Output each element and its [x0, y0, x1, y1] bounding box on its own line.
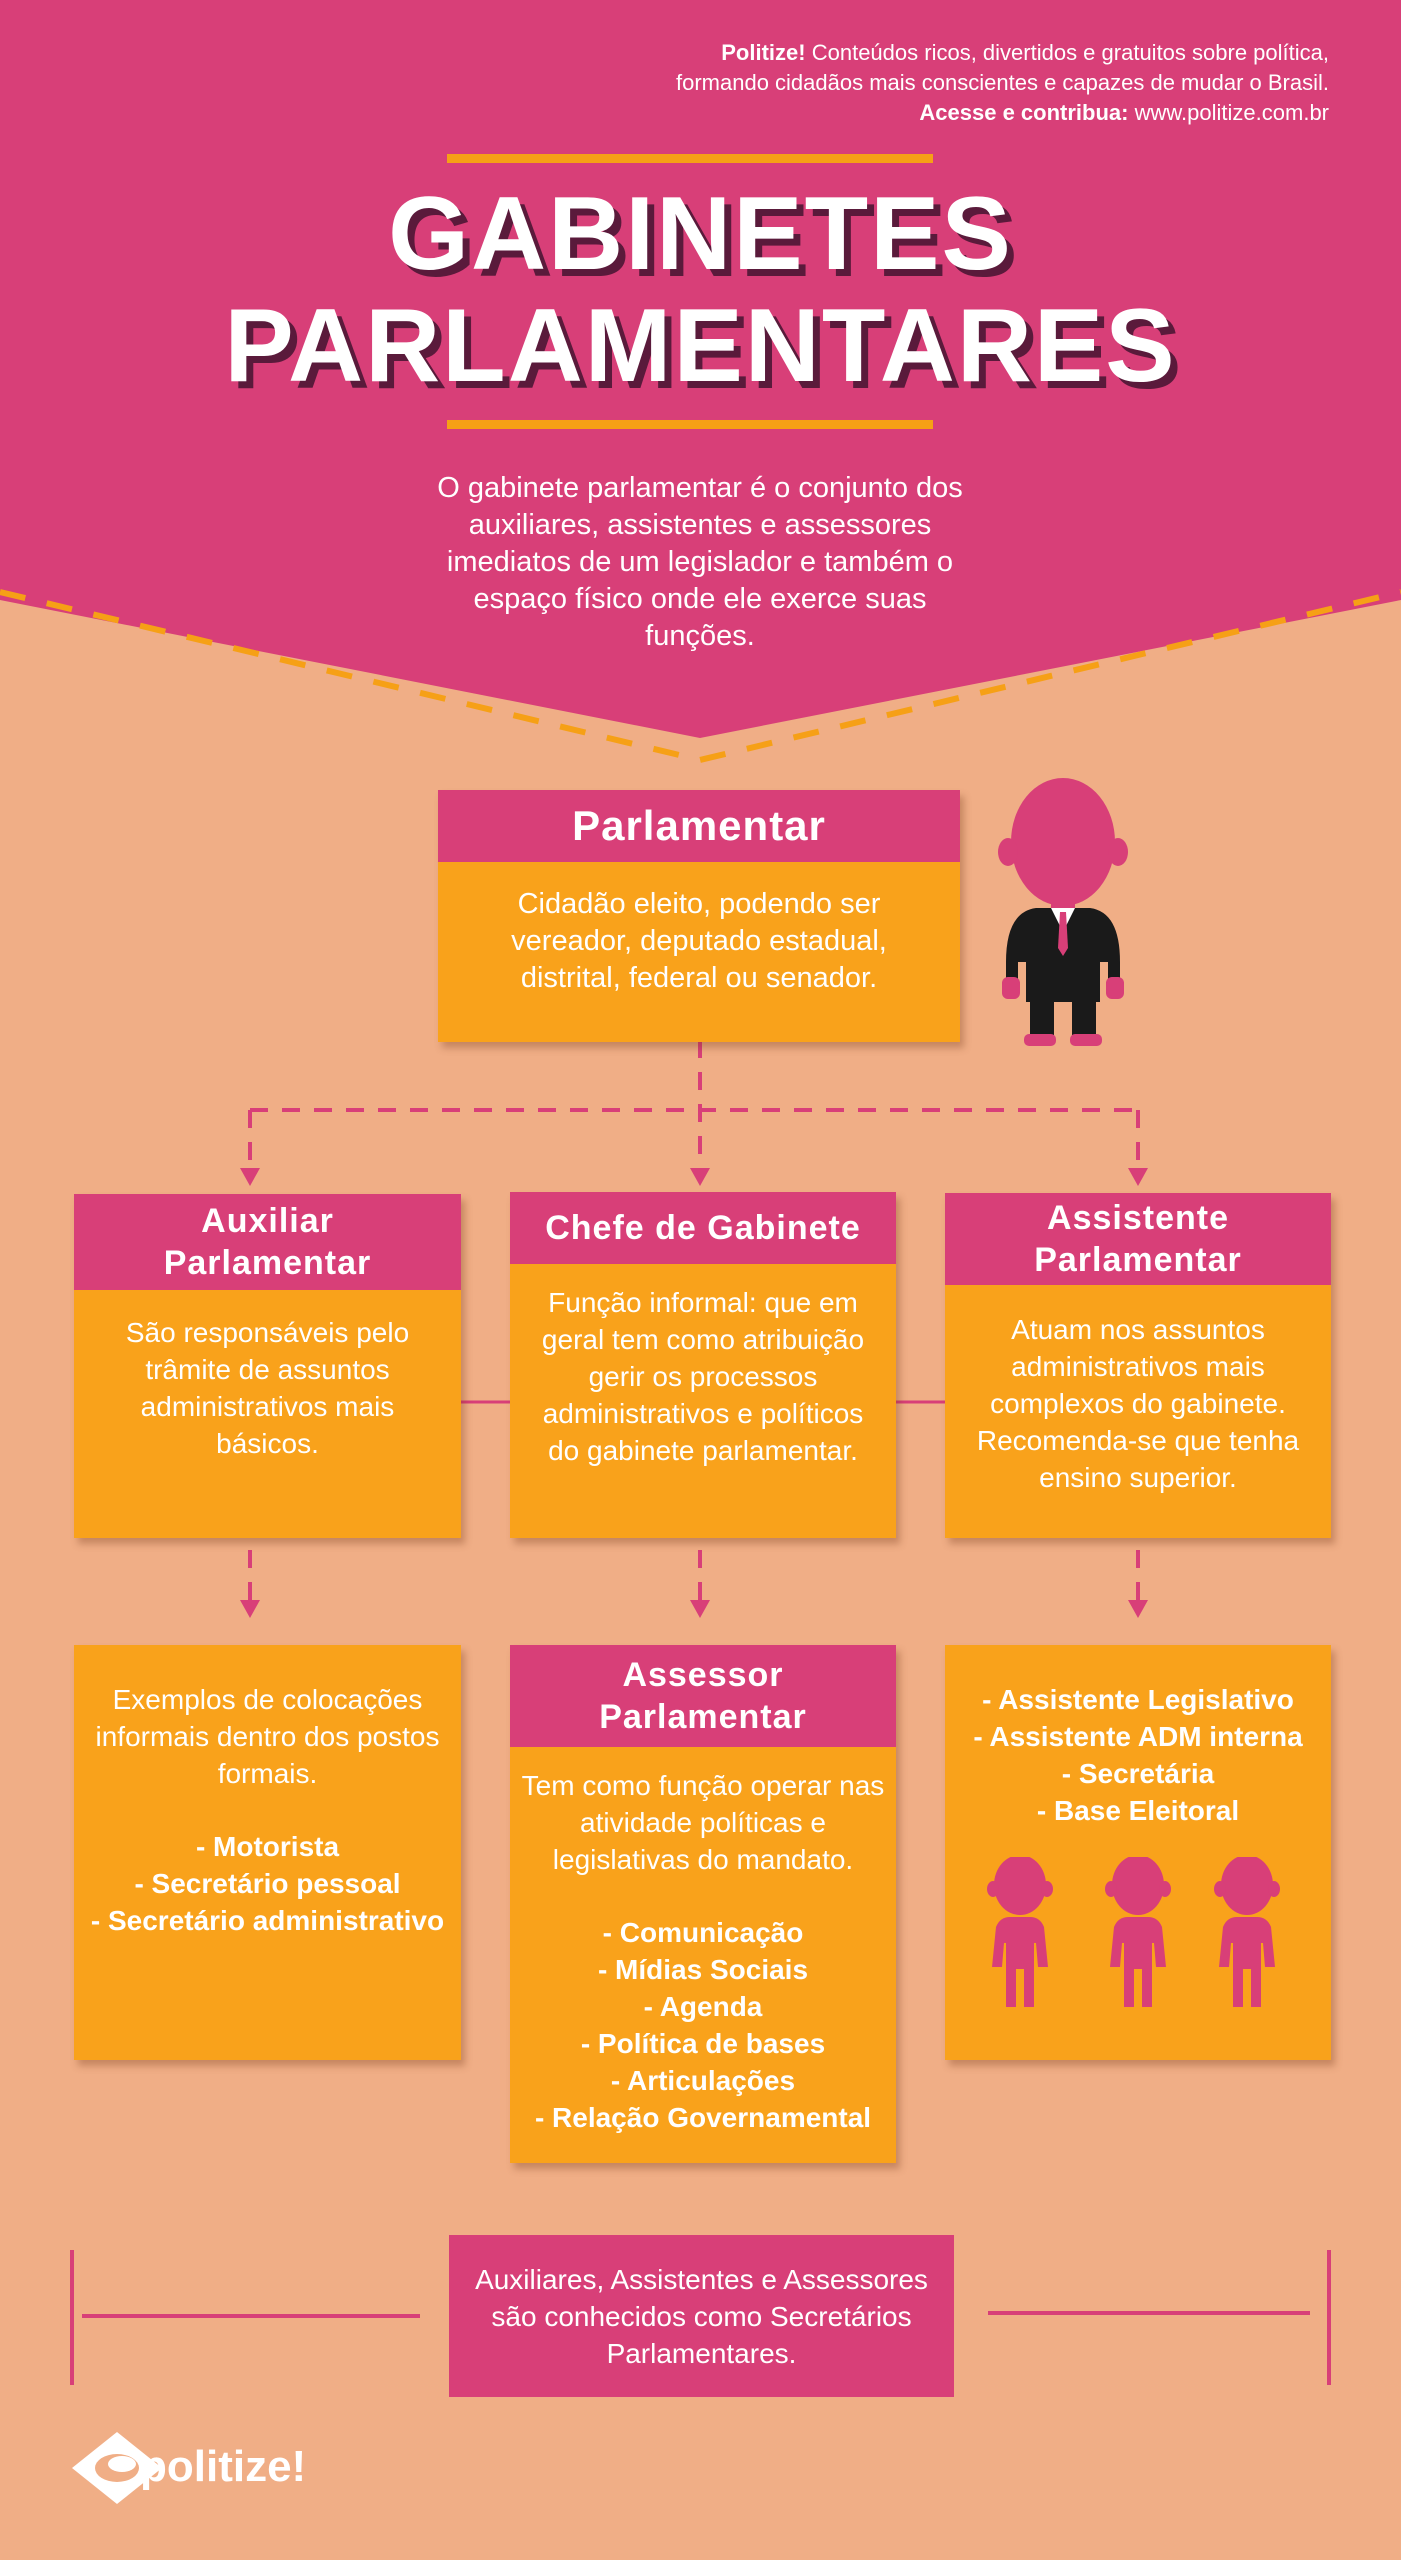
assistente-text: Atuam nos assuntos administrativos mais … [976, 1314, 1300, 1493]
page-title-line1: GABINETES [388, 176, 1013, 292]
title-bar-bottom [447, 420, 933, 429]
assessor-text: Tem como função operar nas atividade pol… [521, 1770, 885, 1875]
assistentes-list: - Assistente Legislativo - Assistente AD… [945, 1681, 1331, 1829]
list-item: - Agenda [643, 1991, 763, 2022]
assistente-card: Assistente Parlamentar Atuam nos assunto… [945, 1193, 1331, 1538]
arrow-head [240, 1168, 260, 1186]
tagline-line1: Conteúdos ricos, divertidos e gratuitos … [811, 40, 1329, 65]
brand-name[interactable]: politize! [140, 2442, 307, 2491]
list-item: - Mídias Sociais [597, 1954, 809, 1985]
arrow-head [240, 1600, 260, 1618]
parlamentar-text: Cidadão eleito, podendo ser vereador, de… [511, 888, 887, 994]
assessor-list: - Comunicação - Mídias Sociais - Agenda … [510, 1914, 896, 2136]
title-bar-top [447, 154, 933, 163]
auxiliar-card: Auxiliar Parlamentar São responsáveis pe… [74, 1194, 461, 1538]
secretarios-note: Auxiliares, Assistentes e Assessores são… [449, 2235, 954, 2397]
politize-logo-icon [72, 2432, 162, 2504]
exemplos-list: - Motorista - Secretário pessoal - Secre… [74, 1828, 461, 1939]
arrow-head [1128, 1600, 1148, 1618]
chefe-text: Função informal: que em geral tem como a… [541, 1287, 865, 1466]
exemplos-card: Exemplos de colocações informais dentro … [74, 1645, 461, 2060]
tagline-brand: Politize! [721, 40, 806, 65]
auxiliar-title: Auxiliar Parlamentar [74, 1194, 461, 1290]
list-item: - Assistente ADM interna [973, 1721, 1303, 1752]
banner-dashed-line [0, 589, 1401, 764]
list-item: - Base Eleitoral [1036, 1795, 1240, 1826]
list-item: - Secretária [1061, 1758, 1215, 1789]
list-item: - Relação Governamental [534, 2102, 872, 2133]
list-item: - Articulações [610, 2065, 796, 2096]
exemplos-text: Exemplos de colocações informais dentro … [95, 1684, 440, 1789]
list-item: - Motorista [195, 1831, 340, 1862]
assistentes-list-card: - Assistente Legislativo - Assistente AD… [945, 1645, 1331, 2060]
arrow-head [690, 1600, 710, 1618]
assessor-card: Assessor Parlamentar Tem como função ope… [510, 1645, 896, 2163]
assessor-title: Assessor Parlamentar [510, 1645, 896, 1747]
arrow-head [1128, 1168, 1148, 1186]
top-banner [0, 0, 1401, 764]
auxiliar-text: São responsáveis pelo trâmite de assunto… [125, 1317, 410, 1459]
banner-shape [0, 0, 1401, 738]
list-item: - Política de bases [580, 2028, 826, 2059]
people-group-icon [987, 1857, 1280, 2007]
list-item: - Secretário administrativo [90, 1905, 445, 1936]
cta-url[interactable]: www.politize.com.br [1134, 100, 1329, 125]
tagline-line2: formando cidadãos mais conscientes e cap… [675, 70, 1329, 95]
arrow-head [690, 1168, 710, 1186]
parlamentar-card: Parlamentar Cidadão eleito, podendo ser … [438, 790, 960, 1042]
chefe-title: Chefe de Gabinete [510, 1192, 896, 1264]
list-item: - Comunicação [602, 1917, 804, 1948]
tagline: Politize! Conteúdos ricos, divertidos e … [529, 38, 1329, 128]
intro-text: O gabinete parlamentar é o conjunto dos … [437, 472, 963, 652]
list-item: - Secretário pessoal [134, 1868, 401, 1899]
cta-label: Acesse e contribua: [919, 100, 1129, 125]
page-title-line2: PARLAMENTARES [224, 288, 1177, 404]
chefe-card: Chefe de Gabinete Função informal: que e… [510, 1192, 896, 1538]
secretarios-note-text: Auxiliares, Assistentes e Assessores são… [475, 2263, 928, 2369]
list-item: - Assistente Legislativo [982, 1684, 1294, 1715]
parlamentar-title: Parlamentar [438, 790, 960, 862]
assistente-title: Assistente Parlamentar [945, 1193, 1331, 1285]
parlamentar-person-icon [998, 778, 1128, 1046]
